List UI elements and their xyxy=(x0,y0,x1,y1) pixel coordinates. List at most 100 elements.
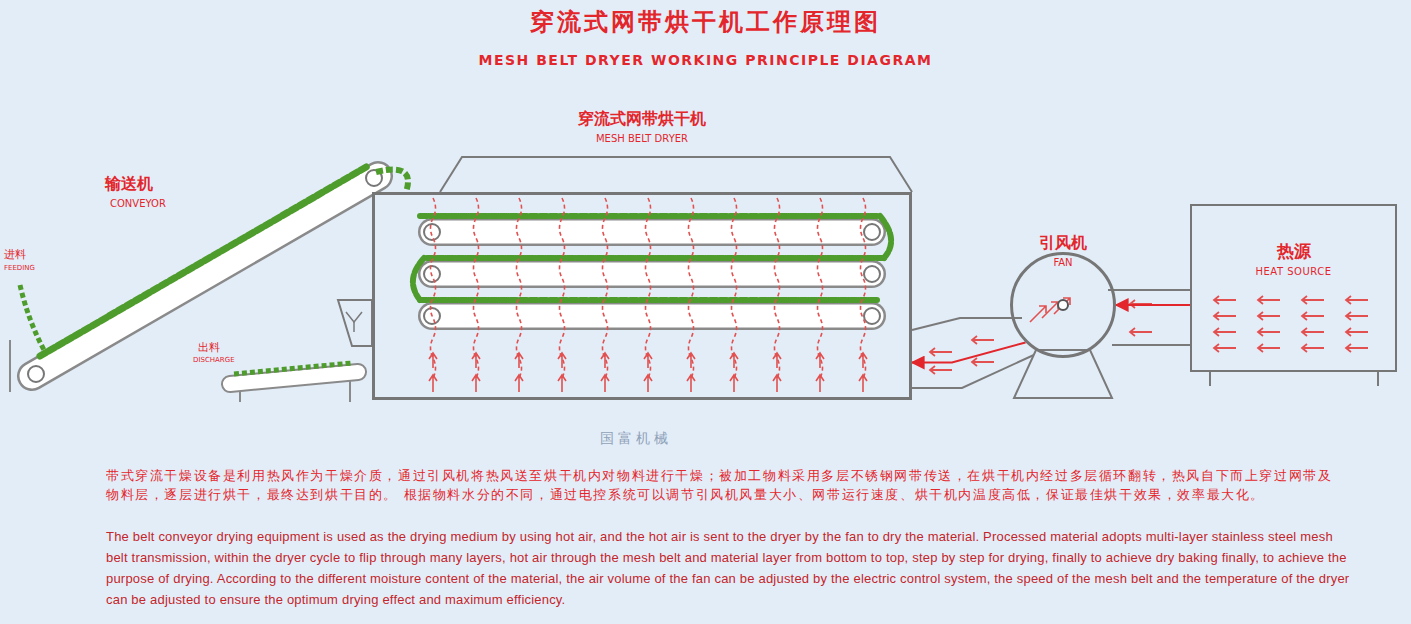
hot-air-arrow xyxy=(773,375,781,392)
hot-air-arrow xyxy=(558,353,566,368)
dryer-roof xyxy=(440,157,912,192)
hot-air-arrow xyxy=(644,353,652,368)
feeding-label: 进料 xyxy=(4,247,26,262)
hot-air-line xyxy=(646,198,651,378)
air-arrow xyxy=(1258,344,1280,352)
heat-source-leg xyxy=(1377,372,1379,386)
discharge-hopper xyxy=(338,300,372,346)
air-arrow xyxy=(972,336,994,344)
hopper-mark xyxy=(353,322,355,332)
heat-source-leg xyxy=(1209,372,1211,386)
fan-arrow xyxy=(1054,298,1070,314)
caption: 带式穿流干燥设备是利用热风作为干燥介质，通过引风机将热风送至烘干机内对物料进行干… xyxy=(106,466,1336,504)
air-flow-connector xyxy=(1116,304,1190,306)
node-subheading: CONVEYOR xyxy=(110,198,166,209)
material-layers xyxy=(413,216,891,300)
hot-air-arrow xyxy=(558,375,566,392)
node-subheading: MESH BELT DRYER xyxy=(375,133,909,144)
air-arrow xyxy=(1258,328,1280,336)
hot-air-arrow xyxy=(429,375,437,392)
material xyxy=(40,166,368,356)
air-flow-connector xyxy=(912,342,1026,362)
hot-air-line xyxy=(689,198,694,378)
air-arrow xyxy=(930,348,952,356)
air-arrow xyxy=(1302,344,1324,352)
conveyor-belt-inner xyxy=(32,176,378,376)
dryer-housing: 穿流式网带烘干机MESH BELT DRYER xyxy=(372,192,912,400)
conveyor-belt xyxy=(32,176,378,376)
hot-air-arrow xyxy=(687,375,695,392)
hot-air-arrow xyxy=(859,375,867,392)
air-arrow xyxy=(1214,296,1236,304)
node-heading: 输送机 xyxy=(105,174,153,195)
node-heading: 热源 xyxy=(1192,240,1395,263)
air-arrow xyxy=(1258,296,1280,304)
roller xyxy=(28,366,44,382)
hot-air-line xyxy=(732,198,737,378)
hot-air-arrow xyxy=(472,375,480,392)
hot-air-arrow xyxy=(644,375,652,392)
node-heading: 穿流式网带烘干机 xyxy=(375,109,909,130)
hot-air-line xyxy=(861,198,866,378)
hot-air-arrow xyxy=(601,353,609,368)
air-arrow xyxy=(1346,344,1368,352)
feeding-material xyxy=(20,285,44,350)
hot-air-arrow xyxy=(601,375,609,392)
hot-air-arrow xyxy=(687,353,695,368)
node-subheading: FAN xyxy=(963,257,1163,268)
hopper-mark xyxy=(346,312,362,322)
fan-arrow xyxy=(1042,302,1058,318)
hot-air-arrow xyxy=(515,353,523,368)
hot-air-arrow xyxy=(730,375,738,392)
hot-air-arrow xyxy=(730,353,738,368)
material-flow xyxy=(376,170,408,193)
fan-arrow xyxy=(1030,306,1046,322)
node-subheading: HEAT SOURCE xyxy=(1192,266,1395,277)
hot-air-arrow xyxy=(773,353,781,368)
hot-air-arrow xyxy=(472,353,480,368)
air-flow-arrows xyxy=(429,198,1368,392)
air-arrow xyxy=(1214,312,1236,320)
fan: 引风机FAN xyxy=(1010,252,1116,358)
discharge-belt-inner xyxy=(230,372,358,384)
hot-air-arrow xyxy=(816,375,824,392)
air-arrow xyxy=(1346,328,1368,336)
air-arrow xyxy=(1302,312,1324,320)
description-text: The belt conveyor drying equipment is us… xyxy=(106,526,1356,610)
feeding-label: FEEDING xyxy=(4,264,35,272)
conveyor-leg xyxy=(9,340,11,392)
air-arrow xyxy=(1346,296,1368,304)
mesh-belts xyxy=(424,224,880,324)
air-arrow xyxy=(1302,296,1324,304)
air-arrow xyxy=(930,366,952,374)
watermark: 国富机械 xyxy=(600,430,672,448)
air-arrow xyxy=(972,358,994,366)
hot-air-arrow xyxy=(816,353,824,368)
air-arrow xyxy=(1258,312,1280,320)
air-arrow xyxy=(1214,328,1236,336)
hot-air-line xyxy=(517,198,522,378)
hot-air-line xyxy=(431,198,436,378)
hot-air-line xyxy=(603,198,608,378)
hot-air-line xyxy=(560,198,565,378)
fan-hub xyxy=(1058,300,1068,310)
hot-air-arrow xyxy=(515,375,523,392)
hot-air-line xyxy=(775,198,780,378)
hot-air-arrow xyxy=(859,353,867,368)
air-arrow xyxy=(1302,328,1324,336)
hot-air-line xyxy=(474,198,479,378)
node-heading: 引风机 xyxy=(963,233,1163,254)
discharge-belt xyxy=(230,372,358,384)
air-arrow xyxy=(1130,328,1152,336)
diagram-title: 穿流式网带烘干机工作原理图 xyxy=(0,6,1411,38)
hot-air-line xyxy=(818,198,823,378)
discharge-label: DISCHARGE xyxy=(193,356,235,364)
air-arrow xyxy=(1346,312,1368,320)
discharge-label: 出料 xyxy=(198,340,220,355)
discharged-material xyxy=(234,363,352,374)
air-arrow xyxy=(1214,344,1236,352)
heat-source: 热源 HEAT SOURCE xyxy=(1190,204,1397,372)
conveyor: 输送机 CONVEYOR xyxy=(10,150,390,392)
diagram-subtitle: MESH BELT DRYER WORKING PRINCIPLE DIAGRA… xyxy=(0,52,1411,68)
